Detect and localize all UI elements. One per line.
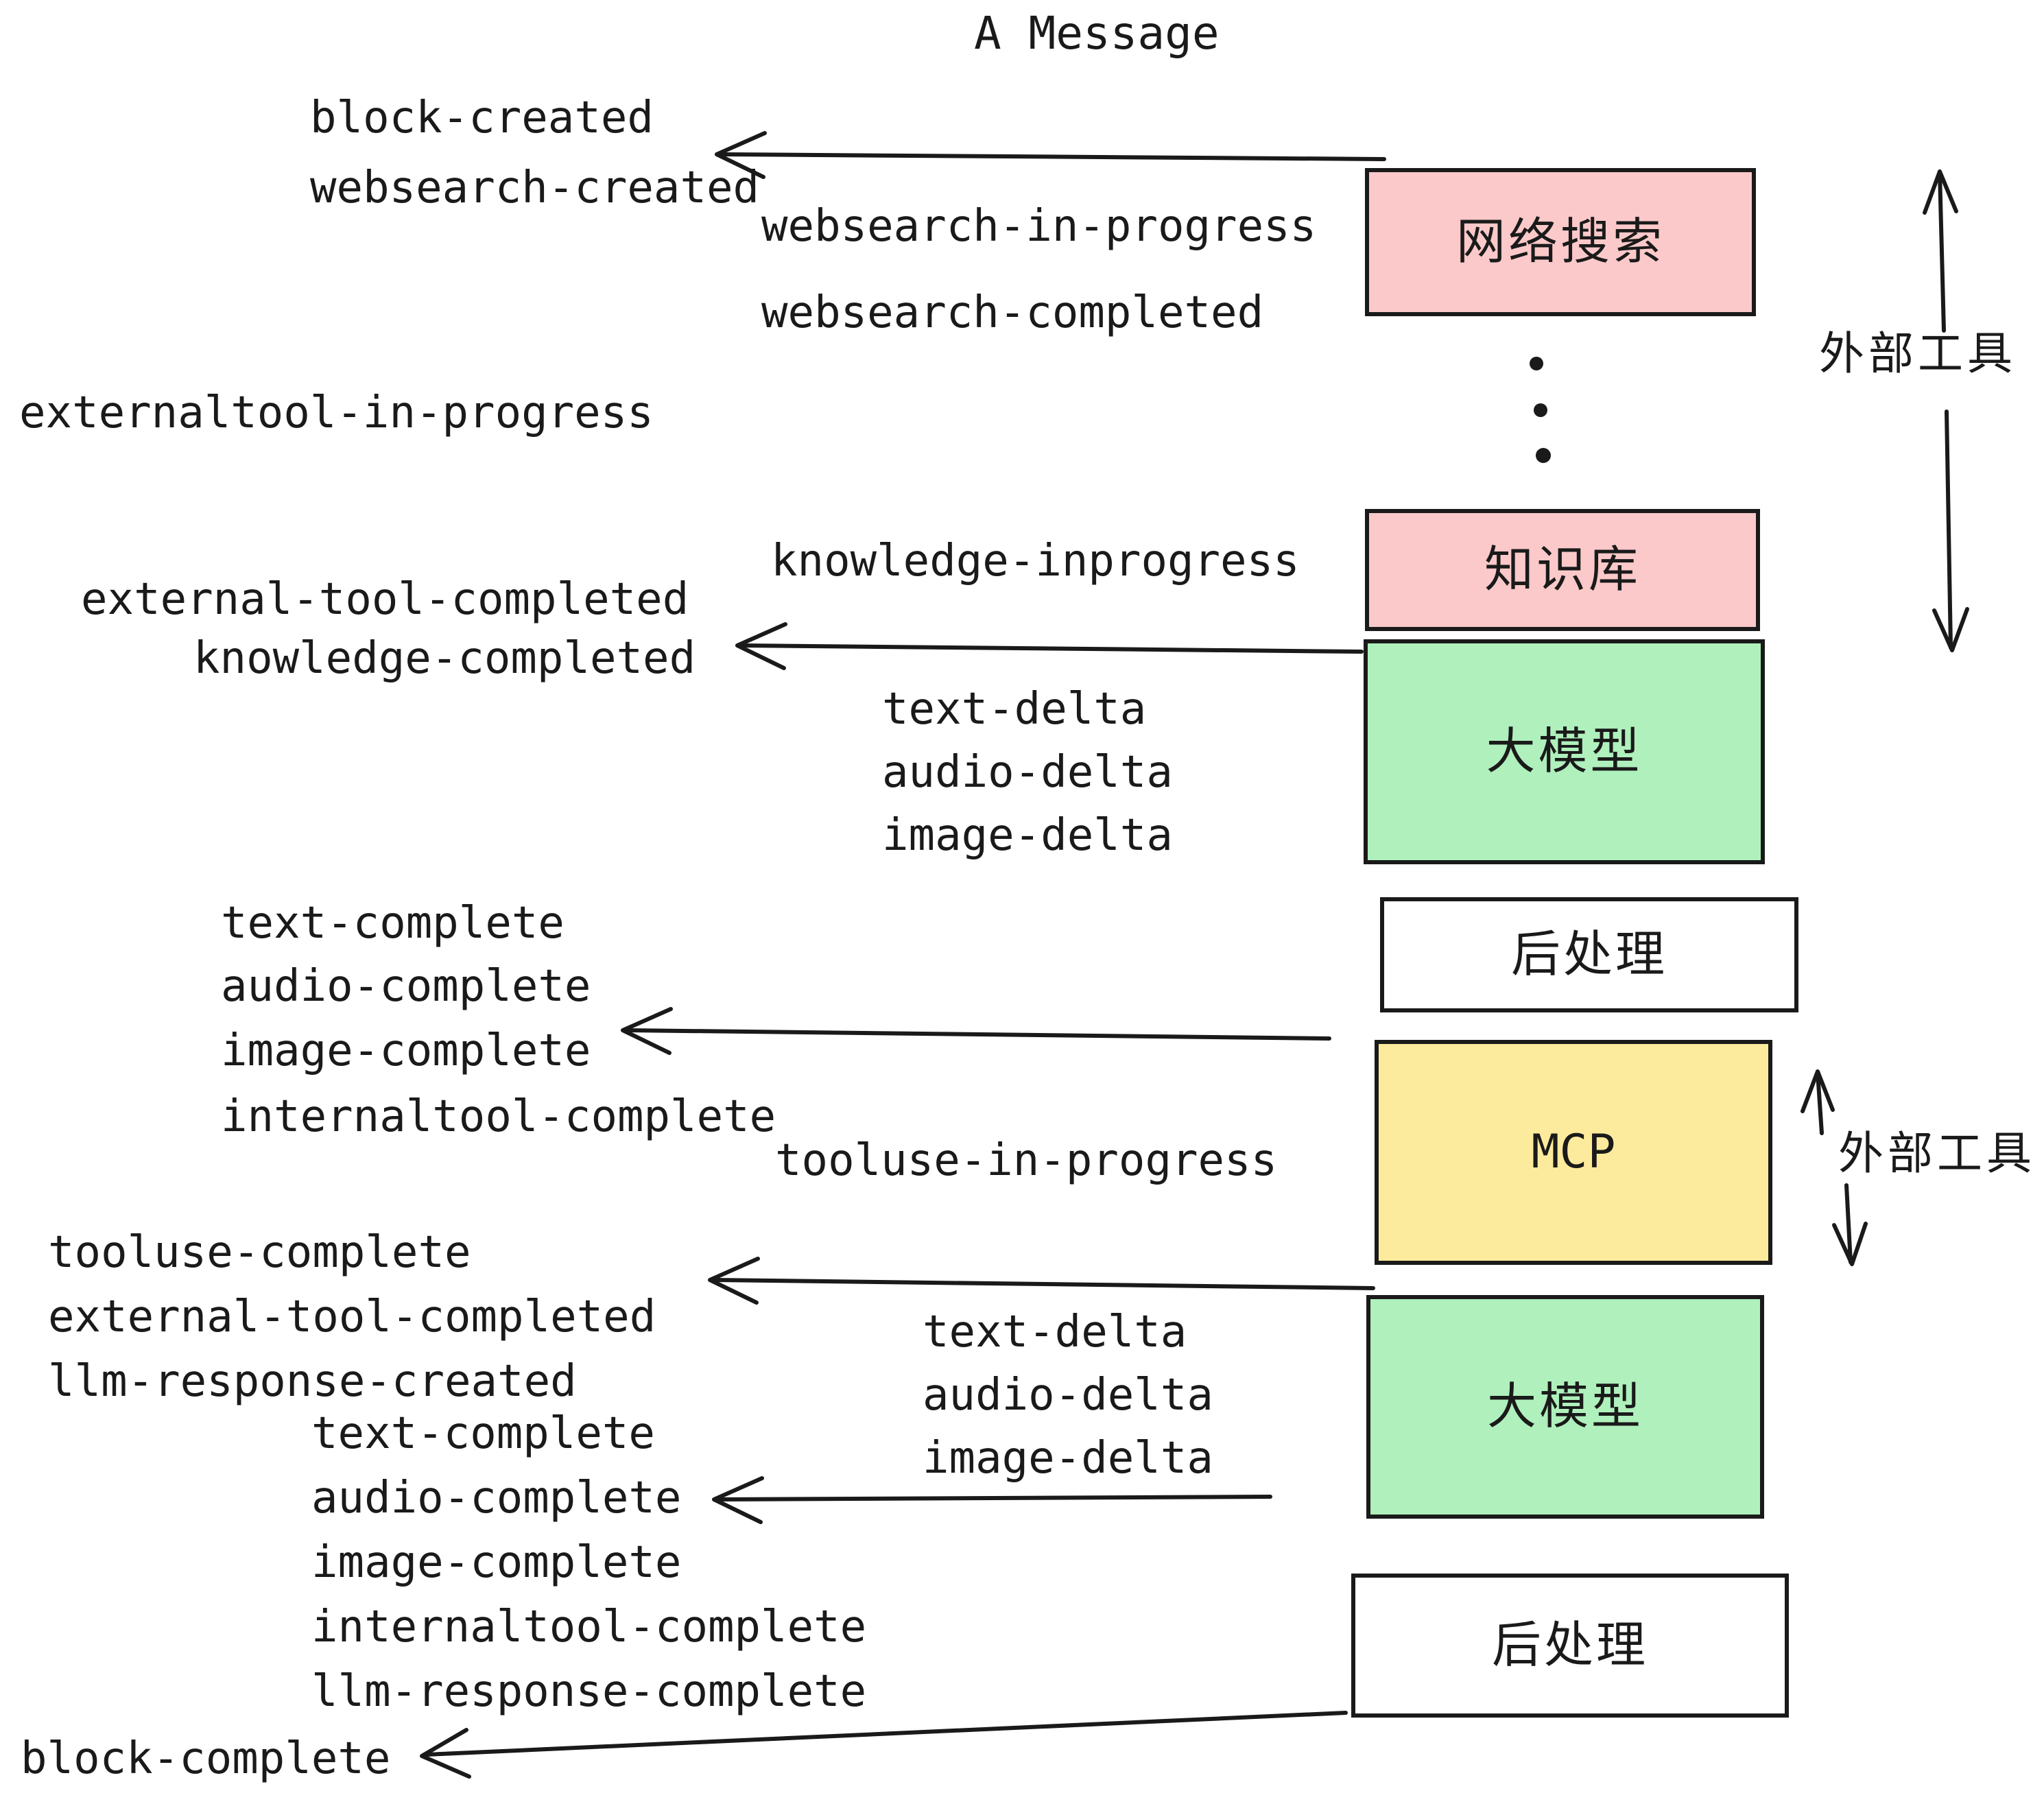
event-llm-response-created: llm-response-created — [48, 1356, 577, 1407]
event-audio-delta-2: audio-delta — [923, 1370, 1213, 1421]
event-image-delta-2: image-delta — [923, 1433, 1213, 1484]
event-llm-response-complete: llm-response-complete — [311, 1666, 867, 1717]
node-websearch-label: 网络搜索 — [1455, 215, 1665, 270]
arrow-mcp-to-image-complete — [621, 1007, 1331, 1055]
event-tooluse-in-progress: tooluse-in-progress — [775, 1135, 1278, 1186]
event-knowledge-inprogress: knowledge-inprogress — [771, 536, 1300, 586]
node-knowledge: 知识库 — [1365, 509, 1760, 631]
arrow-llm2-to-audio-complete — [712, 1476, 1272, 1524]
event-websearch-completed: websearch-completed — [761, 287, 1264, 338]
external-tools-down-arrow-1 — [1932, 410, 1969, 652]
node-postprocess-1: 后处理 — [1380, 897, 1798, 1012]
node-postprocess-1-label: 后处理 — [1510, 927, 1667, 982]
event-text-delta: text-delta — [882, 684, 1147, 735]
node-llm-2-label: 大模型 — [1486, 1379, 1643, 1434]
node-mcp-label: MCP — [1531, 1125, 1616, 1179]
node-postprocess-2-label: 后处理 — [1491, 1618, 1648, 1673]
external-tools-up-arrow-2 — [1801, 1069, 1835, 1135]
event-tooluse-complete: tooluse-complete — [48, 1227, 471, 1278]
event-audio-complete-2: audio-complete — [311, 1473, 682, 1523]
node-llm-1: 大模型 — [1364, 639, 1765, 864]
event-block-complete: block-complete — [21, 1733, 391, 1784]
event-external-tool-completed-2: external-tool-completed — [48, 1292, 656, 1342]
node-llm-2: 大模型 — [1366, 1295, 1764, 1519]
side-label-external-tools-2: 外部工具 — [1838, 1128, 2036, 1178]
event-internaltool-complete: internaltool-complete — [221, 1091, 776, 1142]
node-postprocess-2: 后处理 — [1351, 1574, 1789, 1718]
event-knowledge-completed: knowledge-completed — [193, 633, 696, 684]
vertical-ellipsis-dots — [1530, 357, 1551, 463]
node-websearch: 网络搜索 — [1365, 168, 1756, 316]
node-mcp: MCP — [1375, 1040, 1772, 1265]
event-text-delta-2: text-delta — [923, 1307, 1187, 1357]
event-websearch-created: websearch-created — [310, 163, 760, 213]
external-tools-down-arrow-2 — [1832, 1183, 1868, 1266]
event-internaltool-complete-2: internaltool-complete — [311, 1602, 867, 1652]
side-label-external-tools-1: 外部工具 — [1819, 328, 2017, 379]
event-text-complete-2: text-complete — [311, 1408, 655, 1459]
event-image-delta: image-delta — [882, 810, 1173, 861]
event-audio-complete: audio-complete — [221, 961, 591, 1012]
external-tools-up-arrow-1 — [1923, 169, 1958, 333]
arrow-llm2-to-tooluse-complete — [708, 1257, 1375, 1305]
diagram-title: A Message — [974, 7, 1220, 60]
event-websearch-in-progress: websearch-in-progress — [761, 201, 1317, 252]
event-external-tool-completed: external-tool-completed — [81, 574, 689, 625]
event-image-complete: image-complete — [221, 1025, 591, 1076]
event-block-created: block-created — [310, 93, 654, 143]
event-externaltool-in-progress: externaltool-in-progress — [19, 388, 654, 438]
arrow-websearch-to-block-created — [715, 131, 1386, 179]
node-knowledge-label: 知识库 — [1484, 543, 1641, 597]
event-image-complete-2: image-complete — [311, 1537, 682, 1588]
arrow-postprocess2-to-block-complete — [420, 1711, 1348, 1779]
event-audio-delta: audio-delta — [882, 747, 1173, 798]
event-text-complete: text-complete — [221, 898, 565, 949]
arrow-llm1-to-knowledge-completed — [735, 622, 1364, 670]
node-llm-1-label: 大模型 — [1486, 724, 1643, 779]
